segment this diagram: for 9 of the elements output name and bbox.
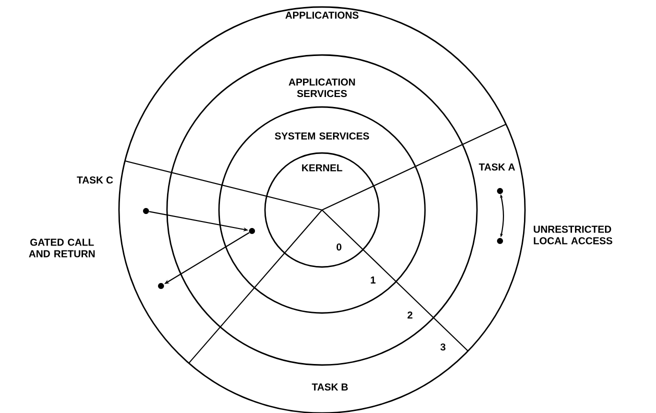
label: GATED CALL AND RETURN xyxy=(28,238,95,258)
label: TASK C xyxy=(76,176,113,184)
label: TASK B xyxy=(312,383,348,391)
ring-number: 0 xyxy=(336,243,342,251)
ring-number: 2 xyxy=(408,312,412,318)
ring-number: 1 xyxy=(370,276,376,284)
label: UNRESTRICTED LOCAL ACCESS xyxy=(534,226,612,244)
label: TASK A xyxy=(478,163,515,171)
ring-number: 3 xyxy=(440,343,446,351)
